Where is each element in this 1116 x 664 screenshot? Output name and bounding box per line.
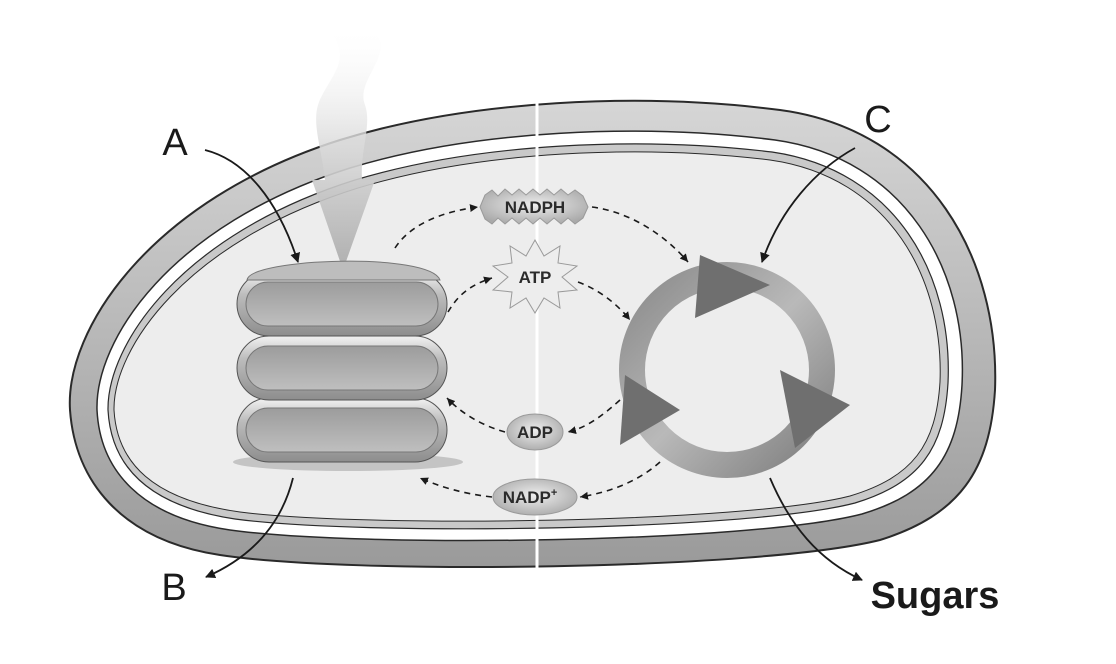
arrow-nadp-to-stack <box>419 477 493 498</box>
nadp-label: NADP+ <box>503 487 558 507</box>
arrow-adp-to-stack <box>446 397 506 433</box>
adp-molecule: ADP <box>506 413 564 451</box>
nadph-label: NADPH <box>505 198 565 217</box>
atp-molecule: ATP <box>491 238 579 314</box>
thylakoid-disc <box>236 271 448 337</box>
calvin-cycle <box>619 255 850 478</box>
thylakoid-disc <box>236 397 448 463</box>
pathway-arrows <box>394 204 689 500</box>
sunlight-arrow <box>312 32 381 270</box>
nadp-molecule: NADP+ <box>492 478 578 516</box>
stack-top <box>246 260 441 281</box>
thylakoid-stack <box>233 260 463 471</box>
pointer-sugars <box>769 477 863 581</box>
label-sugars: Sugars <box>871 575 1000 617</box>
pointer-c <box>760 147 856 263</box>
label-b: B <box>161 567 186 609</box>
adp-label: ADP <box>517 423 553 442</box>
nadph-molecule: NADPH <box>479 188 589 225</box>
cycle-arrowhead <box>695 255 770 318</box>
arrow-cycle-to-adp <box>567 399 621 435</box>
arrow-atp-to-cycle <box>577 281 631 321</box>
label-pointers <box>204 147 863 581</box>
arrow-to-atp <box>447 276 493 313</box>
label-c: C <box>864 99 891 141</box>
label-a: A <box>162 122 188 164</box>
thylakoid-disc <box>236 335 448 401</box>
pointer-a <box>204 149 300 263</box>
arrow-nadph-to-cycle <box>591 206 689 263</box>
arrow-cycle-to-nadp <box>579 461 661 500</box>
pointer-b <box>205 477 294 578</box>
atp-label: ATP <box>519 268 552 287</box>
cycle-arrowhead <box>620 375 680 445</box>
cycle-arrowhead <box>780 370 850 448</box>
